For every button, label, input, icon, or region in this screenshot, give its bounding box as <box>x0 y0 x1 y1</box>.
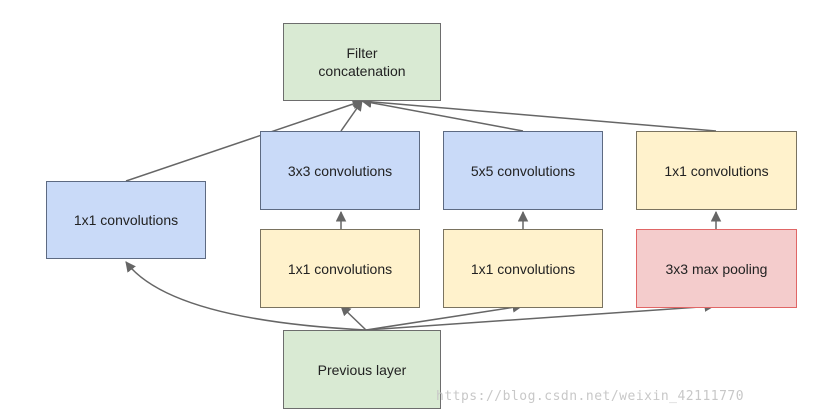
reduce-5x5-label: 1x1 convolutions <box>470 260 576 277</box>
right-1x1-conv-node: 1x1 convolutions <box>636 131 797 210</box>
filter-concatenation-node: Filter concatenation <box>283 23 441 101</box>
maxpool-label: 3x3 max pooling <box>665 260 768 277</box>
watermark-text: https://blog.csdn.net/weixin_42111770 <box>436 389 745 404</box>
arrow-left-1x1-to-concat <box>125 99 363 182</box>
arrow-conv3x3-to-concat <box>340 100 363 132</box>
reduce-5x5-node: 1x1 convolutions <box>443 229 603 308</box>
conv3x3-label: 3x3 convolutions <box>287 162 393 179</box>
arrow-conv5x5-to-concat <box>360 97 524 132</box>
filter-concatenation-label: Filter concatenation <box>318 45 406 79</box>
reduce-3x3-node: 1x1 convolutions <box>260 229 420 308</box>
reduce-3x3-label: 1x1 convolutions <box>287 260 393 277</box>
conv5x5-label: 5x5 convolutions <box>470 162 576 179</box>
previous-layer-node: Previous layer <box>283 330 441 409</box>
conv3x3-node: 3x3 convolutions <box>260 131 420 210</box>
previous-layer-label: Previous layer <box>317 361 407 378</box>
left-1x1-conv-node: 1x1 convolutions <box>46 181 206 259</box>
conv5x5-node: 5x5 convolutions <box>443 131 603 210</box>
arrow-prev-to-left-1x1 <box>125 261 367 331</box>
arrow-prev-to-maxpool <box>365 301 716 331</box>
right-1x1-conv-label: 1x1 convolutions <box>664 162 769 179</box>
arrow-prev-to-reduce-5x5 <box>365 302 524 331</box>
maxpool-node: 3x3 max pooling <box>636 229 797 308</box>
arrow-prev-to-reduce-3x3 <box>340 305 367 331</box>
left-1x1-conv-label: 1x1 convolutions <box>73 212 179 228</box>
arrow-right-1x1-to-concat <box>360 96 717 132</box>
